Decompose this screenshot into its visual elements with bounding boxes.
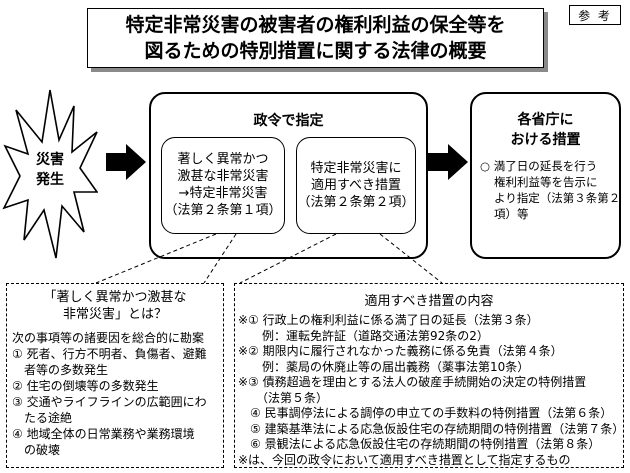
disaster-label-line-2: 発生 — [36, 172, 64, 188]
definition-line: 次の事項等の諸要因を総合的に勘案 — [12, 331, 205, 345]
arrow-right-icon-2 — [428, 144, 468, 180]
definition-list: 次の事項等の諸要因を総合的に勘案 ① 死者、行方不明者、負傷者、避難 者等の多数… — [12, 330, 222, 458]
title-box: 特定非常災害の被害者の権利利益の保全等を 図るための特別措置に関する法律の概要 — [87, 8, 544, 68]
ministry-body-line: より指定（法第３条第２ — [494, 191, 621, 205]
definition-heading: 「著しく異常かつ激甚な 非常災害」とは？ — [6, 289, 224, 323]
measures-box: 特定非常災害に 適用すべき措置 （法第２条第２項） — [296, 137, 416, 234]
designation-box: 著しく異常かつ 激甚な非常災害 →特定非常災害 （法第２条第１項） — [161, 137, 285, 234]
definition-box — [6, 283, 224, 468]
ministry-body-line: 権利利益等を告示に — [494, 175, 598, 189]
definition-line: ④ 地域全体の日常業務や業務環境 — [12, 427, 195, 441]
contents-line: ④ 民事調停法による調停の申立ての手数料の特例措置（法第６条） — [238, 406, 613, 420]
measures-line: 特定非常災害に — [310, 161, 402, 176]
ministry-heading-line: おける措置 — [510, 132, 581, 148]
ministry-body: ○ 満了日の延長を行う 権利利益等を告示に より指定（法第３条第２ 項）等 — [480, 158, 621, 222]
definition-line: ② 住宅の倒壊等の多数発生 — [12, 379, 159, 393]
contents-line: ※は、今回の政令において適用すべき措置として指定するもの — [238, 452, 571, 467]
explosion-burst-icon — [2, 89, 98, 259]
definition-heading-line: 非常災害」とは？ — [62, 307, 167, 322]
reference-badge: 参 考 — [569, 5, 621, 25]
definition-line: 者等の多数発生 — [12, 363, 109, 377]
designation-line: （法第２条第１項） — [164, 203, 282, 218]
title-line-1: 特定非常災害の被害者の権利利益の保全等を — [125, 14, 506, 36]
designation-line: 著しく異常かつ — [177, 152, 269, 167]
definition-line: ③ 交通やライフラインの広範囲にわ — [12, 395, 207, 409]
contents-list: ※① 行政上の権利利益に係る満了日の延長（法第３条） 例：運転免許証（道路交通法… — [238, 313, 625, 468]
cabinet-order-heading: 政令で指定 — [253, 113, 324, 129]
disaster-label: 災害 発生 — [27, 150, 73, 190]
ministry-box — [470, 92, 621, 259]
definition-line: の破壊 — [12, 443, 61, 457]
contents-line: ⑥ 景観法による応急仮設住宅の存続期間の特例措置（法第８条） — [238, 437, 601, 451]
contents-line: ※① 行政上の権利利益に係る満了日の延長（法第３条） — [238, 313, 539, 327]
contents-line: ※③ 債務超過を理由とする法人の破産手続開始の決定の特例措置 — [238, 375, 587, 389]
contents-box — [234, 283, 624, 468]
ministry-body-line: ○ 満了日の延長を行う — [480, 159, 598, 173]
ministry-body-line: 項）等 — [494, 207, 529, 221]
contents-line: ※② 期限内に履行されなかった義務に係る免責（法第４条） — [238, 344, 563, 358]
title-line-2: 図るための特別措置に関する法律の概要 — [144, 40, 487, 62]
contents-line: 例：運転免許証（道路交通法第92条の2） — [238, 328, 489, 343]
measures-line: （法第２条第２項） — [297, 195, 415, 210]
contents-line: 例：薬局の休廃止等の届出義務（薬事法第10条） — [238, 359, 530, 374]
arrow-right-icon — [106, 144, 146, 180]
disaster-label-line-1: 災害 — [36, 152, 64, 168]
definition-line: ① 死者、行方不明者、負傷者、避難 — [12, 347, 207, 361]
ministry-heading-line: 各省庁に — [517, 112, 574, 128]
contents-line: （法第５条） — [238, 390, 329, 405]
ministry-heading: 各省庁に おける措置 — [470, 110, 621, 150]
contents-line: ⑤ 建築基準法による応急仮設住宅の存続期間の特例措置（法第７条） — [238, 421, 625, 436]
contents-heading: 適用すべき措置の内容 — [364, 294, 494, 309]
definition-heading-line: 「著しく異常かつ激甚な — [43, 290, 187, 305]
designation-line: →特定非常災害 — [178, 186, 268, 201]
measures-line: 適用すべき措置 — [310, 178, 402, 193]
definition-line: たる途絶 — [12, 411, 73, 425]
designation-line: 激甚な非常災害 — [177, 169, 269, 184]
